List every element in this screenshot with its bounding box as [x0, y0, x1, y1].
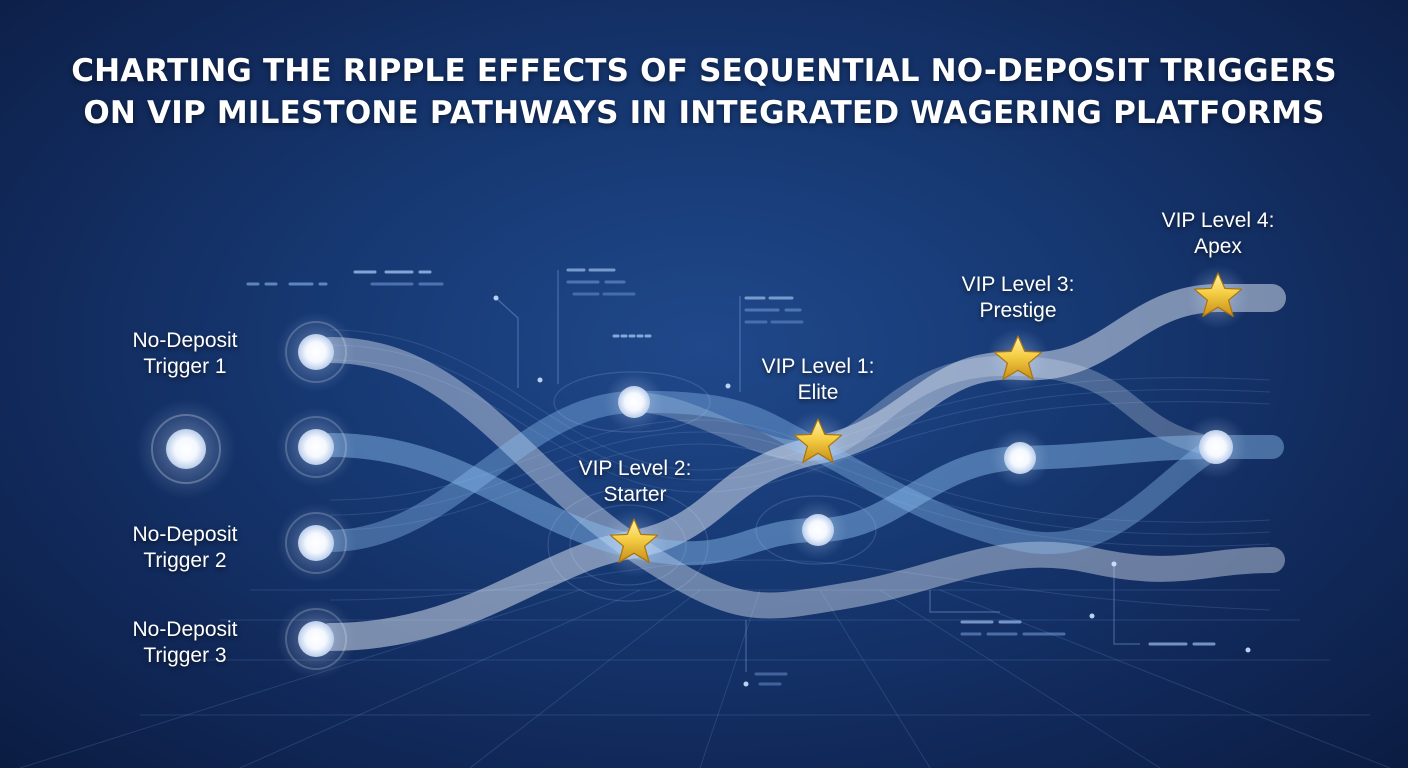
glowing-orb-icon: [788, 500, 848, 560]
glowing-orb-icon: [276, 407, 356, 487]
gold-star-icon: [600, 509, 668, 577]
floor-grid: [19, 589, 1391, 768]
glowing-orb-icon: [276, 599, 356, 679]
pathway-nodes: [604, 372, 1248, 560]
decor-dots: [493, 295, 1251, 687]
glowing-orb-icon: [990, 428, 1050, 488]
decor-dashes: [246, 268, 1216, 686]
gold-star-icon: [1186, 265, 1250, 329]
gold-star-icon: [986, 328, 1050, 392]
title-line-2: ON VIP MILESTONE PATHWAYS IN INTEGRATED …: [83, 95, 1325, 131]
glowing-orb-icon: [276, 503, 356, 583]
milestone-label-level1: VIP Level 1: Elite: [761, 355, 875, 404]
trigger-label-2: No-Deposit Trigger 2: [132, 523, 238, 572]
ribbon-crossover: [622, 355, 1226, 462]
glowing-orb-icon: [1184, 415, 1248, 479]
milestone-stars: [600, 265, 1250, 577]
ripple-rings: [547, 371, 877, 602]
milestone-label-level2: VIP Level 2: Starter: [578, 457, 692, 506]
decor-connector-lines: [495, 270, 1140, 672]
milestone-label-level3: VIP Level 3: Prestige: [961, 273, 1075, 322]
glowing-orb-icon: [136, 399, 236, 499]
trigger-nodes: [136, 312, 356, 679]
trigger-label-3: No-Deposit Trigger 3: [132, 618, 238, 667]
page-title: CHARTING THE RIPPLE EFFECTS OF SEQUENTIA…: [40, 50, 1368, 134]
ribbon-trigger1: [317, 337, 1285, 619]
wave-field: [329, 329, 1271, 611]
title-line-1: CHARTING THE RIPPLE EFFECTS OF SEQUENTIA…: [71, 53, 1337, 89]
glowing-orb-icon: [604, 372, 664, 432]
glowing-orb-icon: [276, 312, 356, 392]
milestone-label-level4: VIP Level 4: Apex: [1161, 209, 1275, 258]
trigger-label-1: No-Deposit Trigger 1: [132, 329, 238, 378]
gold-star-icon: [786, 411, 850, 475]
